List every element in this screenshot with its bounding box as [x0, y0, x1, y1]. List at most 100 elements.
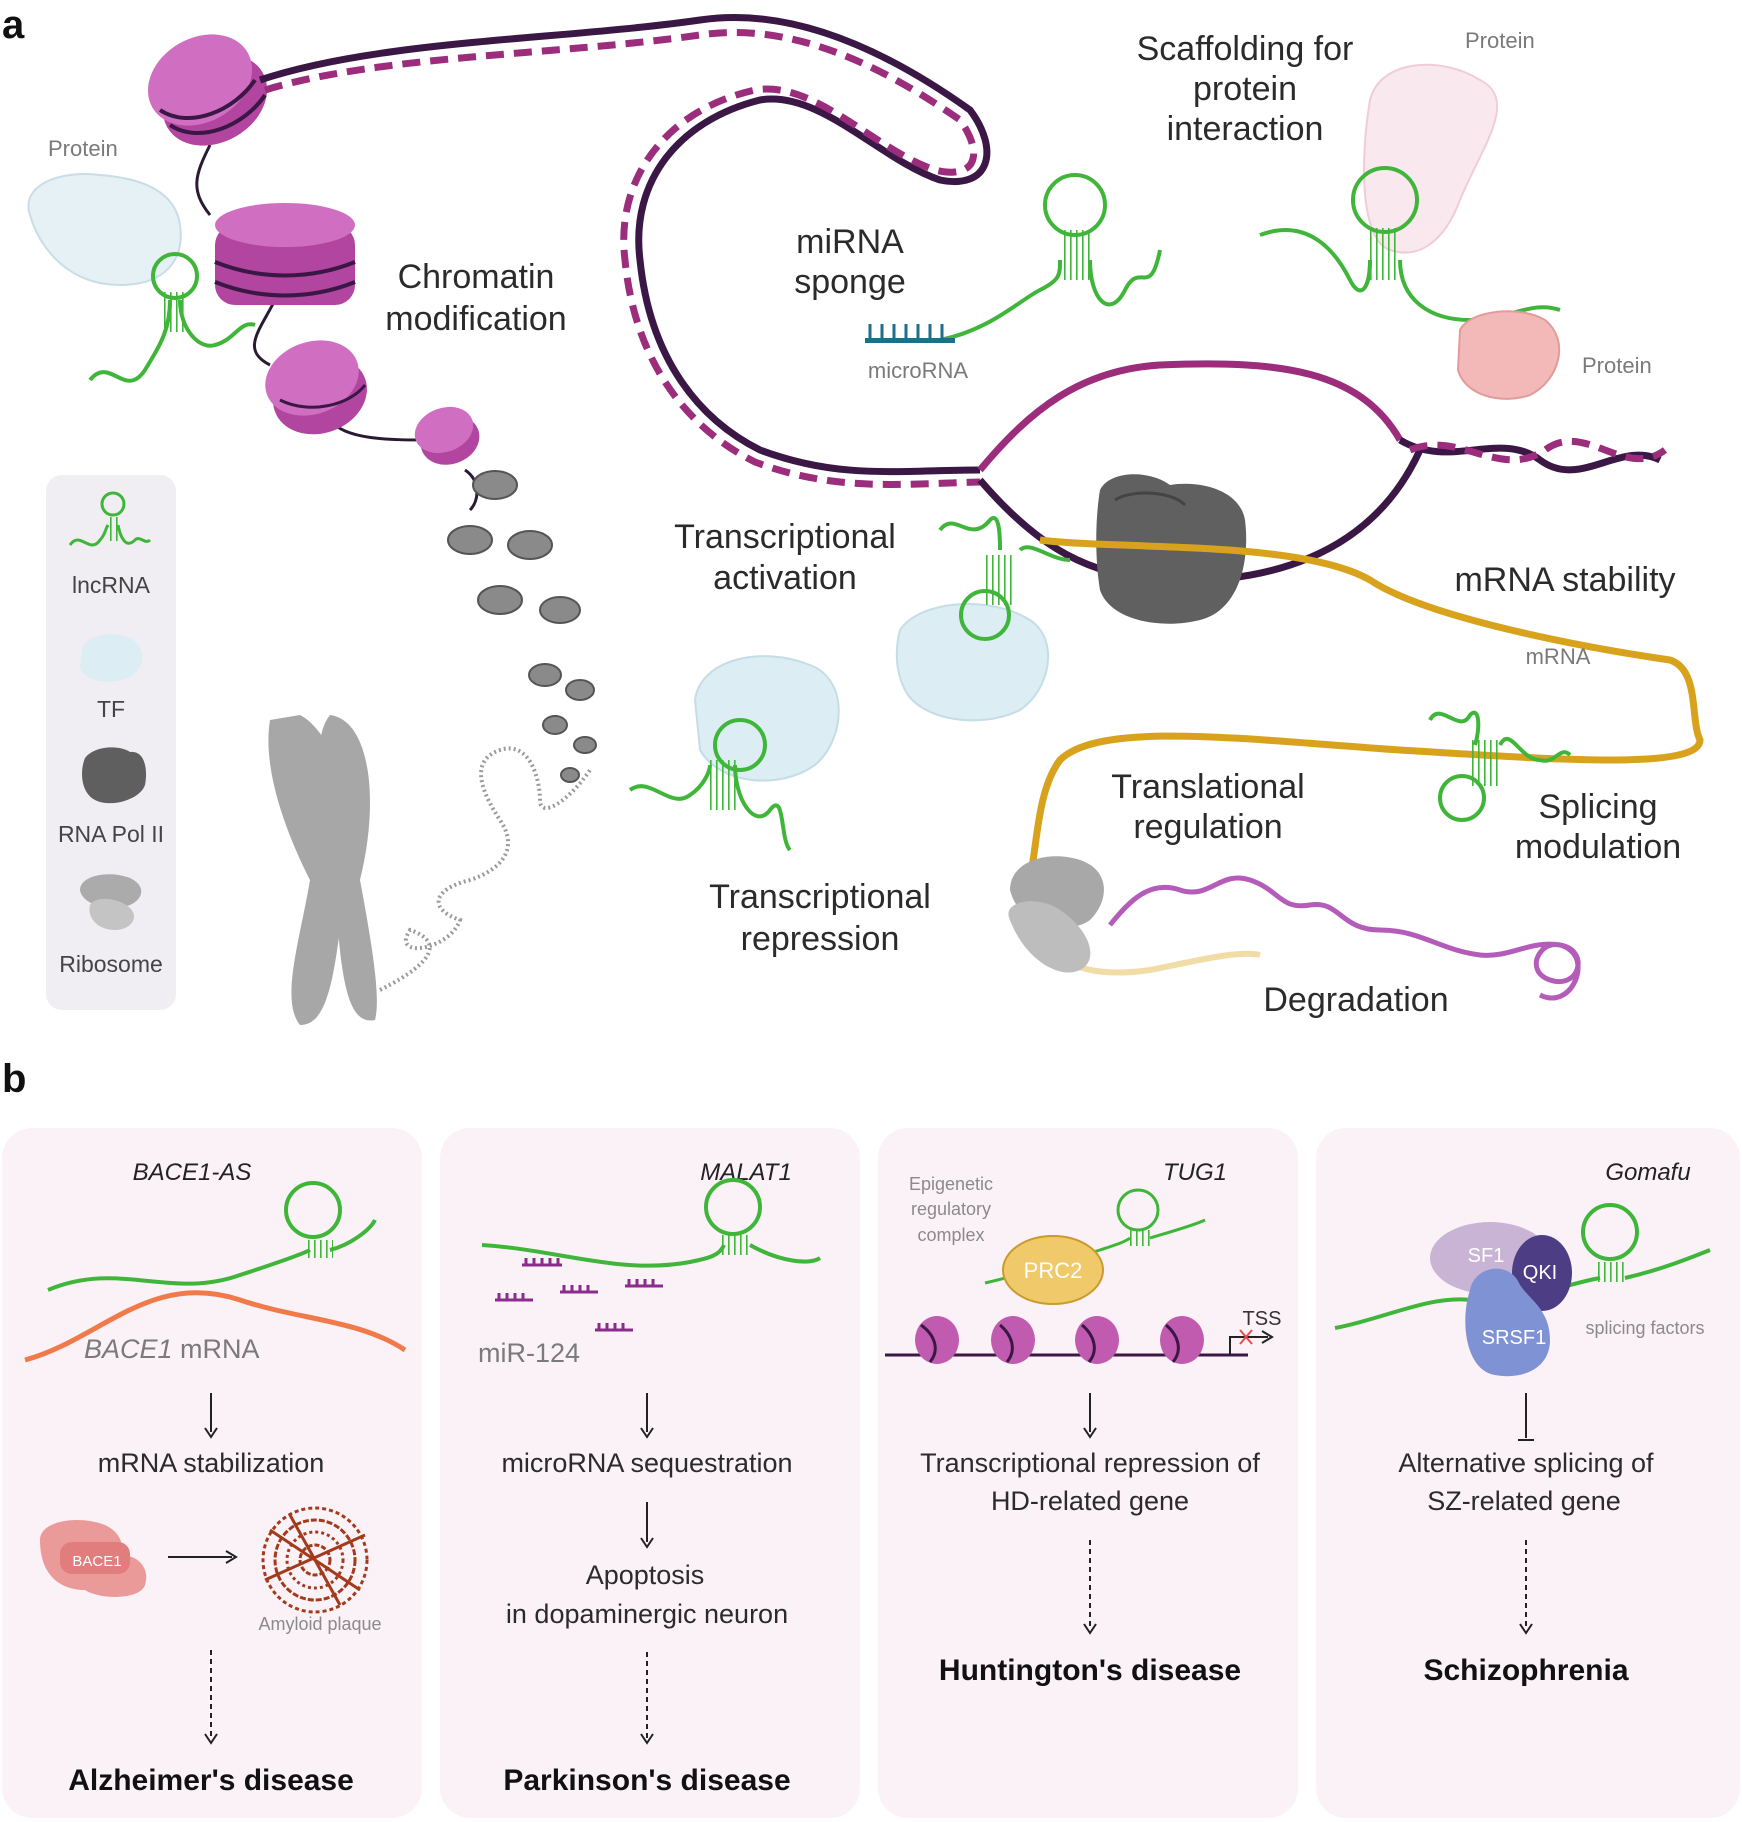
col2-step2-2: in dopaminergic neuron — [506, 1599, 788, 1629]
prc2-complex — [1002, 1235, 1104, 1305]
bace1-mrna — [24, 1290, 407, 1363]
col2-step1: microRNA sequestration — [501, 1448, 792, 1478]
label-splicing-1: Splicing — [1538, 788, 1657, 826]
label-mirna-sponge-1: miRNA — [796, 223, 904, 261]
srsf1-label: SRSF1 — [1482, 1327, 1546, 1349]
lncrna-activation — [938, 516, 1071, 641]
label-splicing-2: modulation — [1515, 828, 1681, 866]
degradation-strand — [1108, 875, 1581, 1001]
protein-label-right: Protein — [1582, 353, 1652, 378]
grey-nucleosomes — [447, 470, 597, 783]
label-translational-1: Translational — [1111, 768, 1304, 806]
complex-label-1: Epigenetic — [909, 1174, 993, 1194]
chromatin-linker — [195, 144, 479, 512]
chromatin-coil — [379, 746, 592, 992]
lncrna-splicing — [1428, 710, 1572, 822]
col2-step2-1: Apoptosis — [586, 1560, 705, 1590]
bace1-as-lncrna — [47, 1181, 377, 1292]
legend-label-ribosome: Ribosome — [59, 951, 163, 977]
tss-arrow — [1229, 1329, 1274, 1355]
col1-step1: mRNA stabilization — [98, 1448, 325, 1478]
tss-label: TSS — [1243, 1308, 1282, 1330]
label-scaffolding-3: interaction — [1167, 110, 1324, 148]
prc2-label: PRC2 — [1024, 1258, 1083, 1283]
panel-b-col-3 — [878, 1128, 1298, 1818]
tf-icon — [80, 634, 143, 682]
legend-label-rna-pol-ii: RNA Pol II — [58, 821, 164, 847]
label-scaffolding-1: Scaffolding for — [1137, 30, 1354, 68]
label-tx-repression-1: Transcriptional — [709, 878, 931, 916]
label-mrna: mRNA — [1526, 644, 1591, 669]
srsf1-factor — [1465, 1268, 1550, 1377]
panel-a-letter: a — [2, 3, 25, 47]
disease-col4: Schizophrenia — [1423, 1654, 1628, 1687]
malat1-lncrna — [481, 1178, 822, 1268]
col3-step1-1: Transcriptional repression of — [920, 1448, 1260, 1478]
gene-tug1: TUG1 — [1163, 1159, 1227, 1186]
gene-bace1-as: BACE1-AS — [133, 1159, 252, 1186]
label-scaffolding-2: protein — [1193, 70, 1297, 108]
panel-b-col-1 — [2, 1128, 422, 1818]
qki-factor — [1512, 1235, 1572, 1311]
mir-124-label: miR-124 — [478, 1338, 580, 1368]
qki-label: QKI — [1523, 1262, 1557, 1284]
tf-blob-repression — [693, 655, 840, 782]
lncrna-icon — [68, 491, 152, 547]
protein-blob-top — [1363, 63, 1499, 254]
histone-4 — [414, 406, 480, 465]
label-degradation: Degradation — [1263, 981, 1448, 1019]
label-mirna-sponge-2: sponge — [794, 263, 906, 301]
label-chromatin-1: Chromatin — [398, 258, 555, 296]
splicing-factors-label: splicing factors — [1585, 1318, 1704, 1338]
label-translational-2: regulation — [1133, 808, 1282, 846]
gene-gomafu: Gomafu — [1605, 1159, 1690, 1186]
panel-b-letter: b — [2, 1057, 26, 1101]
lncrna-scaffold — [1259, 166, 1561, 323]
mir-124-fragments — [495, 1258, 663, 1332]
legend-label-tf: TF — [97, 696, 125, 722]
col4-step1-2: SZ-related gene — [1427, 1486, 1621, 1516]
amyloid-plaque-icon — [261, 1506, 369, 1614]
histone-2 — [214, 203, 356, 305]
complex-label-2: regulatory — [911, 1199, 991, 1219]
tug1-nucleosomes — [915, 1316, 1204, 1364]
sf1-label: SF1 — [1468, 1245, 1505, 1267]
lncrna-repression — [628, 718, 792, 852]
col3-step1-2: HD-related gene — [991, 1486, 1189, 1516]
disease-col3: Huntington's disease — [939, 1654, 1241, 1687]
amyloid-plaque-label: Amyloid plaque — [258, 1614, 381, 1634]
complex-label-3: complex — [917, 1225, 984, 1245]
mrna-strand — [1017, 536, 1704, 903]
tf-blob-activation — [895, 603, 1050, 722]
bace1-mrna-label: BACE1 mRNA — [84, 1334, 260, 1364]
microrna-bar — [865, 324, 955, 343]
panel-b-col-2 — [440, 1128, 860, 1818]
protein-label-top: Protein — [1465, 28, 1535, 53]
label-tx-activation-2: activation — [713, 559, 857, 597]
lncrna-mirna-sponge — [939, 173, 1162, 342]
label-tx-repression-2: repression — [741, 920, 900, 958]
protein-blob-right — [1456, 310, 1561, 400]
dna-bubble — [977, 360, 1668, 585]
panel-b-col-4 — [1316, 1128, 1740, 1818]
histone-3 — [265, 340, 367, 435]
legend-box — [46, 475, 176, 1010]
disease-col1: Alzheimer's disease — [68, 1764, 354, 1797]
lncrna-chromatin — [88, 252, 256, 383]
ribosome — [1008, 856, 1104, 973]
protein-label-left: Protein — [48, 136, 118, 161]
label-tx-activation-1: Transcriptional — [674, 518, 896, 556]
protein-blob-left — [27, 173, 182, 287]
label-chromatin-2: modification — [385, 300, 566, 338]
rna-pol-ii-icon — [82, 747, 147, 804]
chromosome — [268, 715, 377, 1025]
dna-loop — [258, 13, 991, 488]
label-mrna-stability: mRNA stability — [1454, 561, 1675, 599]
inhibit-col4 — [1518, 1393, 1534, 1441]
histone-1 — [147, 34, 268, 146]
disease-col2: Parkinson's disease — [503, 1764, 790, 1797]
col4-step1-1: Alternative splicing of — [1398, 1448, 1654, 1478]
ribosome-icon — [80, 874, 142, 930]
label-microrna: microRNA — [868, 358, 969, 383]
